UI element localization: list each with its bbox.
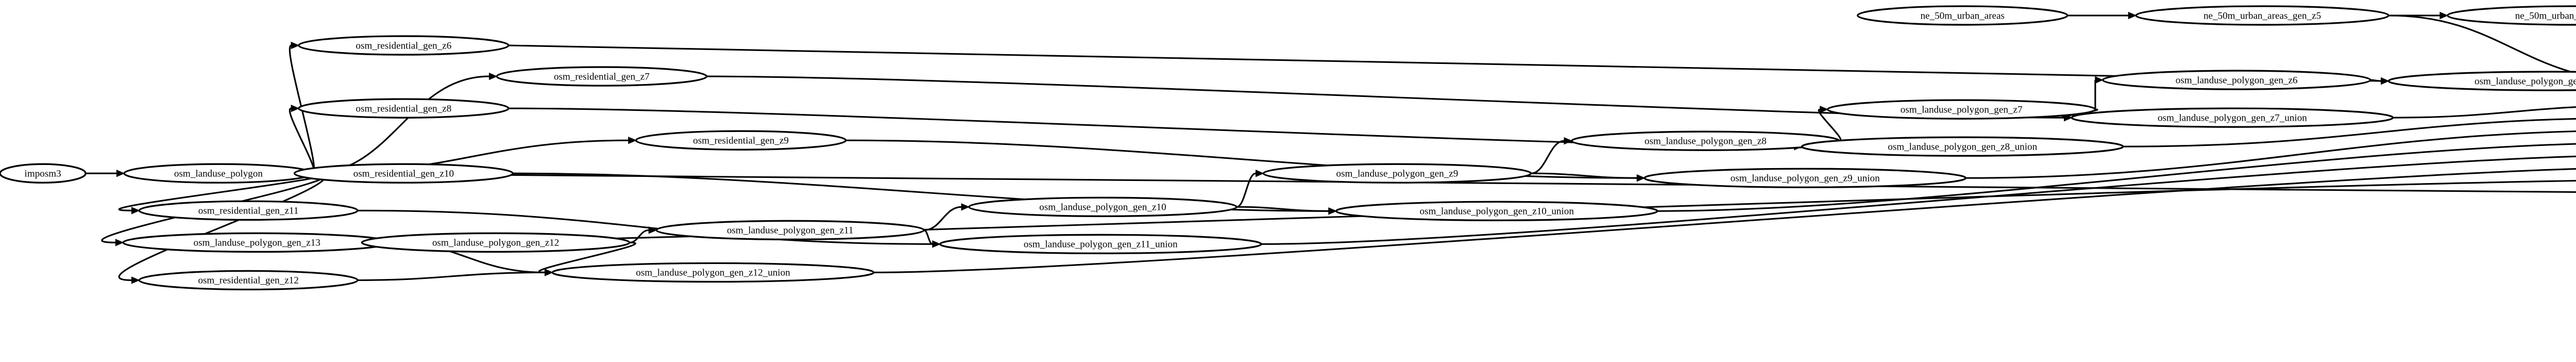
edge-osm_landuse_polygon_gen_z8_union-to-layer_landuse-z8: [2123, 118, 2576, 147]
edge-arrowhead: [115, 239, 124, 246]
node-shape-osm_landuse_polygon[interactable]: [123, 163, 314, 184]
edge-osm_residential_gen_z11-to-osm_landuse_polygon_gen_z11_union: [358, 209, 933, 245]
node-shape-osm_landuse_polygon_gen_z10_union[interactable]: [1335, 201, 1658, 221]
node-shape-osm_residential_gen_z11[interactable]: [138, 200, 359, 221]
edge-osm_landuse_polygon-to-layer_landuse-z14-: [312, 172, 2576, 193]
edge-osm_residential_gen_z12-to-osm_landuse_polygon_gen_z12_union: [358, 271, 545, 281]
node-osm_landuse_polygon_gen_z7[interactable]: osm_landuse_polygon_gen_z7: [1826, 99, 2096, 120]
node-osm_residential_gen_z11[interactable]: osm_residential_gen_z11: [138, 200, 359, 221]
edge-arrowhead: [489, 72, 498, 80]
edge-osm_landuse_polygon_gen_z12-to-osm_landuse_polygon_gen_z11: [629, 229, 649, 243]
node-ne_50m_urban_areas_gen_z4[interactable]: ne_50m_urban_areas_gen_z4: [2447, 5, 2576, 26]
node-shape-osm_landuse_polygon_gen_z8_union[interactable]: [1801, 136, 2124, 157]
node-osm_landuse_polygon_gen_z9[interactable]: osm_landuse_polygon_gen_z9: [1262, 163, 1532, 184]
node-shape-osm_residential_gen_z10[interactable]: [293, 163, 514, 184]
node-osm_landuse_polygon_gen_z6_union[interactable]: osm_landuse_polygon_gen_z6_union: [2387, 71, 2576, 91]
edge-osm_landuse_polygon_gen_z12_union-to-layer_landuse-z12: [873, 168, 2576, 273]
edge-osm_landuse_polygon_gen_z9-to-osm_landuse_polygon_gen_z8: [1531, 140, 1565, 174]
node-shape-osm_residential_gen_z7[interactable]: [496, 66, 708, 87]
edge-arrowhead: [131, 207, 140, 215]
edge-arrowhead: [131, 276, 140, 284]
edge-ne_50m_urban_areas_gen_z5-to-layer_landuse-z5: [2388, 14, 2576, 74]
edge-osm_landuse_polygon_gen_z9-to-osm_landuse_polygon_gen_z9_union: [1531, 172, 1637, 179]
node-shape-osm_landuse_polygon_gen_z6[interactable]: [2102, 70, 2371, 90]
edge-arrowhead: [2064, 113, 2073, 122]
edge-osm_landuse_polygon_gen_z10_union-to-layer_landuse-z10: [1657, 143, 2576, 212]
edge-arrowhead: [932, 240, 941, 248]
edge-arrowhead: [291, 41, 300, 50]
node-shape-osm_landuse_polygon_gen_z7_union[interactable]: [2071, 107, 2394, 128]
node-osm_residential_gen_z12[interactable]: osm_residential_gen_z12: [138, 270, 359, 291]
edge-arrowhead: [2381, 77, 2389, 85]
node-shape-osm_landuse_polygon_gen_z10[interactable]: [968, 196, 1238, 217]
edge-osm_landuse_polygon_gen_z9_union-to-layer_landuse-z9: [1965, 130, 2576, 179]
node-osm_landuse_polygon_gen_z11_union[interactable]: osm_landuse_polygon_gen_z11_union: [939, 234, 1262, 254]
edge-arrowhead: [1636, 174, 1646, 182]
node-osm_landuse_polygon_gen_z13[interactable]: osm_landuse_polygon_gen_z13: [122, 232, 392, 253]
node-shape-osm_landuse_polygon_gen_z7[interactable]: [1826, 99, 2096, 120]
node-shape-osm_landuse_polygon_gen_z6_union[interactable]: [2387, 71, 2576, 91]
node-osm_residential_gen_z6[interactable]: osm_residential_gen_z6: [298, 35, 510, 56]
node-shape-osm_landuse_polygon_gen_z8[interactable]: [1571, 130, 1840, 151]
edge-osm_landuse_polygon_gen_z7_union-to-layer_landuse-z7: [2393, 106, 2576, 119]
edge-osm_landuse_polygon_gen_z11-to-osm_landuse_polygon_gen_z10: [924, 206, 962, 231]
node-osm_landuse_polygon_gen_z11[interactable]: osm_landuse_polygon_gen_z11: [655, 220, 925, 240]
edge-arrowhead: [1328, 207, 1337, 215]
edge-arrowhead: [2095, 76, 2104, 84]
edge-arrowhead: [1820, 105, 1828, 113]
edge-arrowhead: [1256, 170, 1264, 177]
node-osm_landuse_polygon_gen_z6[interactable]: osm_landuse_polygon_gen_z6: [2102, 70, 2371, 90]
edge-arrowhead: [1564, 137, 1573, 145]
node-shape-osm_landuse_polygon_gen_z12[interactable]: [361, 232, 631, 253]
edge-osm_landuse_polygon_gen_z12-to-osm_landuse_polygon_gen_z12_union: [538, 241, 636, 273]
node-osm_landuse_polygon_gen_z12_union[interactable]: osm_landuse_polygon_gen_z12_union: [551, 262, 875, 283]
node-osm_residential_gen_z8[interactable]: osm_residential_gen_z8: [298, 98, 510, 119]
edge-osm_landuse_polygon_gen_z10-to-osm_landuse_polygon_gen_z10_union: [1236, 206, 1329, 212]
edge-osm_landuse_polygon-to-osm_residential_gen_z12: [118, 172, 326, 281]
node-shape-osm_landuse_polygon_gen_z13[interactable]: [122, 232, 392, 253]
node-shape-osm_residential_gen_z8[interactable]: [298, 98, 510, 119]
node-osm_landuse_polygon_gen_z10[interactable]: osm_landuse_polygon_gen_z10: [968, 196, 1238, 217]
edge-osm_landuse_polygon-to-osm_residential_gen_z8: [289, 107, 315, 174]
node-osm_landuse_polygon[interactable]: osm_landuse_polygon: [123, 163, 314, 184]
node-shape-osm_landuse_polygon_gen_z11_union[interactable]: [939, 234, 1262, 254]
edge-osm_residential_gen_z6-to-osm_landuse_polygon_gen_z6_union: [509, 44, 2381, 82]
node-shape-osm_landuse_polygon_gen_z9[interactable]: [1262, 163, 1532, 184]
edge-arrowhead: [116, 170, 125, 177]
node-osm_residential_gen_z9[interactable]: osm_residential_gen_z9: [635, 130, 847, 151]
node-ne_50m_urban_areas_gen_z5[interactable]: ne_50m_urban_areas_gen_z5: [2135, 5, 2389, 26]
edge-arrowhead: [2439, 11, 2449, 20]
node-osm_residential_gen_z7[interactable]: osm_residential_gen_z7: [496, 66, 708, 87]
edge-osm_landuse_polygon_gen_z11-to-osm_landuse_polygon_gen_z11_union: [923, 229, 933, 245]
node-shape-osm_landuse_polygon_gen_z9_union[interactable]: [1643, 168, 1967, 188]
edge-osm_landuse_polygon_gen_z10-to-osm_landuse_polygon_gen_z9: [1236, 172, 1257, 208]
node-shape-osm_landuse_polygon_gen_z11[interactable]: [655, 220, 925, 240]
edge-arrowhead: [545, 269, 553, 276]
node-shape-osm_residential_gen_z12[interactable]: [138, 270, 359, 291]
node-shape-osm_landuse_polygon_gen_z12_union[interactable]: [551, 262, 875, 283]
node-shape-ne_50m_urban_areas_gen_z4[interactable]: [2447, 5, 2576, 26]
node-shape-ne_50m_urban_areas[interactable]: [1856, 5, 2069, 26]
edge-arrowhead: [628, 137, 637, 144]
node-osm_landuse_polygon_gen_z8[interactable]: osm_landuse_polygon_gen_z8: [1571, 130, 1840, 151]
node-osm_landuse_polygon_gen_z8_union[interactable]: osm_landuse_polygon_gen_z8_union: [1801, 136, 2124, 157]
node-shape-ne_50m_urban_areas_gen_z5[interactable]: [2135, 5, 2389, 26]
node-osm_landuse_polygon_gen_z7_union[interactable]: osm_landuse_polygon_gen_z7_union: [2071, 107, 2394, 128]
edge-osm_landuse_polygon_gen_z11_union-to-layer_landuse-z11: [1261, 155, 2576, 245]
edge-arrowhead: [2128, 11, 2137, 20]
node-ne_50m_urban_areas[interactable]: ne_50m_urban_areas: [1856, 5, 2069, 26]
edge-arrowhead: [291, 104, 300, 112]
node-shape-osm_residential_gen_z6[interactable]: [298, 35, 510, 56]
node-osm_landuse_polygon_gen_z12[interactable]: osm_landuse_polygon_gen_z12: [361, 232, 631, 253]
node-osm_residential_gen_z10[interactable]: osm_residential_gen_z10: [293, 163, 514, 184]
edge-osm_landuse_polygon_gen_z6-to-osm_landuse_polygon_gen_z6_union: [2370, 79, 2381, 82]
node-imposm3[interactable]: imposm3: [0, 163, 87, 184]
node-osm_landuse_polygon_gen_z9_union[interactable]: osm_landuse_polygon_gen_z9_union: [1643, 168, 1967, 188]
node-shape-osm_residential_gen_z9[interactable]: [635, 130, 847, 151]
node-shape-imposm3[interactable]: [0, 163, 87, 184]
node-osm_landuse_polygon_gen_z10_union[interactable]: osm_landuse_polygon_gen_z10_union: [1335, 201, 1658, 221]
edge-arrowhead: [961, 203, 970, 211]
